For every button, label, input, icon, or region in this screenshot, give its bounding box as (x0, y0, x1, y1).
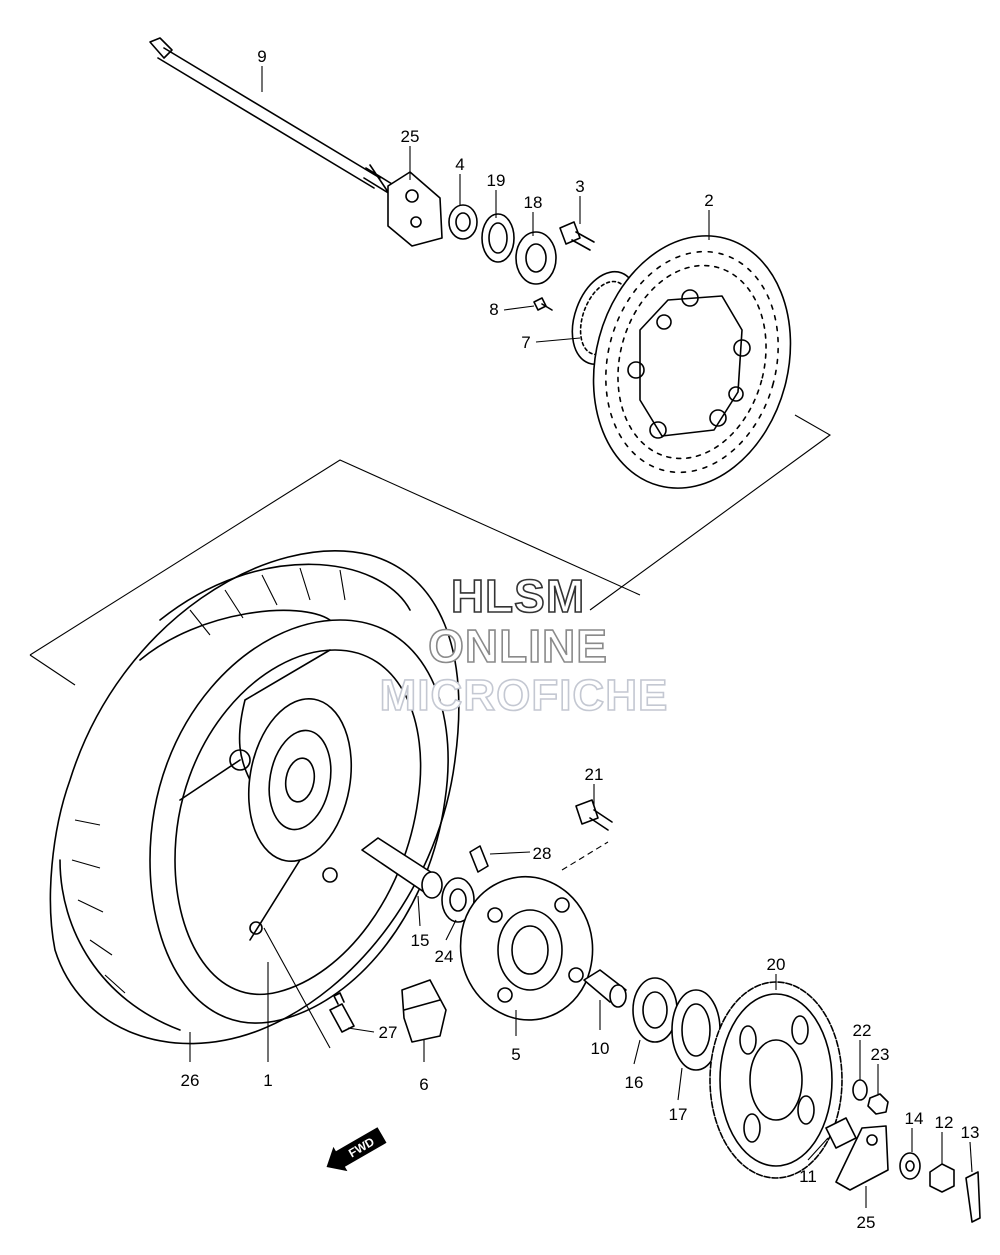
bolt-part-21 (575, 799, 613, 831)
spacer-part-11 (825, 1117, 857, 1149)
bearing-part-18 (515, 231, 557, 285)
callout-5: 5 (511, 1045, 520, 1064)
damper-part-6 (401, 979, 447, 1043)
collar-part-10 (583, 969, 627, 1008)
brake-disc-part-2 (592, 235, 792, 489)
axle-part-9 (149, 37, 393, 195)
nut-part-23 (867, 1093, 889, 1115)
watermark-line-1: HLSM (451, 570, 585, 622)
washer-part-22 (852, 1079, 868, 1101)
callout-12: 12 (935, 1113, 954, 1132)
callout-3: 3 (575, 177, 584, 196)
callout-25-bottom: 25 (857, 1213, 876, 1232)
bearing-part-24 (441, 877, 475, 923)
callout-4: 4 (455, 155, 464, 174)
assembly-outline-left (29, 654, 76, 686)
callout-22: 22 (853, 1021, 872, 1040)
callout-19: 19 (487, 171, 506, 190)
callout-11: 11 (799, 1167, 817, 1186)
callout-23: 23 (871, 1045, 890, 1064)
valve-part-27 (329, 992, 355, 1033)
wheel-rim-part-1 (149, 619, 449, 1024)
seal-part-17 (671, 989, 721, 1071)
callout-6: 6 (419, 1075, 428, 1094)
callout-13: 13 (961, 1123, 980, 1142)
callout-14: 14 (905, 1109, 924, 1128)
watermark-line-3: MICROFICHE (380, 671, 669, 720)
callout-9: 9 (257, 47, 266, 66)
rear-sprocket-part-20 (709, 981, 843, 1179)
callout-8: 8 (489, 300, 498, 319)
callout-21: 21 (585, 765, 604, 784)
callout-26: 26 (181, 1071, 200, 1090)
oil-seal-part-19 (481, 213, 515, 263)
cotter-pin-part-13 (965, 1171, 981, 1223)
callout-28: 28 (533, 844, 552, 863)
assembly-outline-right (589, 414, 832, 611)
watermark: HLSM ONLINE MICROFICHE (379, 569, 669, 721)
adjuster-plate-part-25-bottom (835, 1125, 889, 1191)
callout-20: 20 (767, 955, 786, 974)
fwd-direction-arrow: FWD (326, 1127, 387, 1172)
callout-10: 10 (591, 1039, 610, 1058)
callout-15: 15 (411, 931, 430, 950)
callout-1: 1 (263, 1071, 272, 1090)
screw-part-8 (533, 297, 553, 311)
callout-leaders (189, 66, 973, 1208)
castle-nut-part-12 (929, 1163, 955, 1193)
collar-part-15 (361, 837, 443, 899)
spacer-part-4 (448, 204, 478, 240)
pin-part-28 (469, 845, 489, 873)
callout-25-top: 25 (401, 127, 420, 146)
callout-27: 27 (379, 1023, 398, 1042)
callout-17: 17 (669, 1105, 688, 1124)
callout-16: 16 (625, 1073, 644, 1092)
disc-bolt-part-3 (559, 221, 595, 251)
callout-labels: 9 25 4 19 18 3 2 8 7 21 28 15 24 26 1 27… (181, 47, 980, 1232)
callout-24: 24 (435, 947, 454, 966)
washer-part-14 (899, 1152, 921, 1180)
callout-7: 7 (521, 333, 530, 352)
bearing-part-16 (632, 977, 678, 1043)
sprocket-carrier-part-5 (459, 875, 594, 1021)
adjuster-plate-part-25-top (387, 171, 443, 247)
callout-18: 18 (524, 193, 543, 212)
watermark-line-2: ONLINE (428, 620, 608, 672)
assembly-outline (29, 459, 641, 656)
callout-2: 2 (704, 191, 713, 210)
